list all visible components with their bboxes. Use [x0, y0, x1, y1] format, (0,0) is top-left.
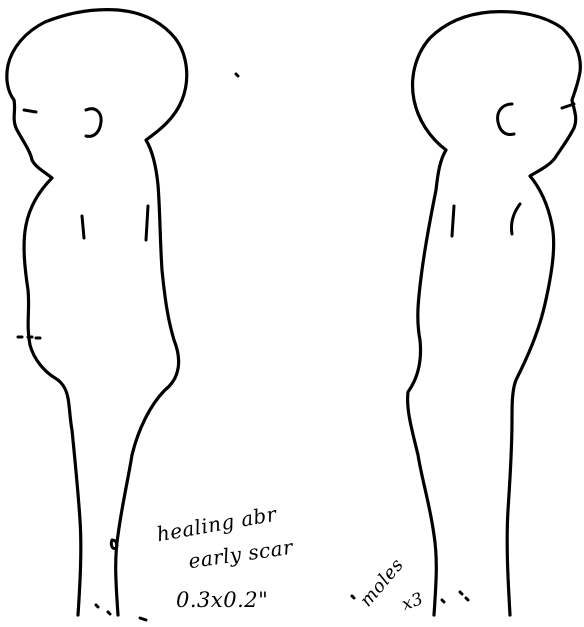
right-back-mark-1 — [452, 206, 454, 236]
stray-dashes-left — [18, 337, 40, 338]
left-back-mark-2 — [146, 206, 148, 240]
left-dots — [96, 605, 146, 620]
right-side-figure — [408, 12, 581, 615]
stray-dot-top — [236, 74, 238, 76]
right-mole-dots — [442, 592, 468, 602]
left-eye — [24, 110, 36, 112]
left-ear — [86, 109, 101, 137]
scar-size-annotation: 0.3x0.2" — [176, 588, 268, 612]
left-scar-dot — [111, 540, 116, 549]
right-back-mark-2 — [511, 204, 520, 234]
stray-dot-bottom — [352, 596, 354, 598]
left-back-mark-1 — [82, 216, 84, 238]
right-figure-outline — [408, 12, 581, 615]
right-ear — [498, 104, 514, 135]
